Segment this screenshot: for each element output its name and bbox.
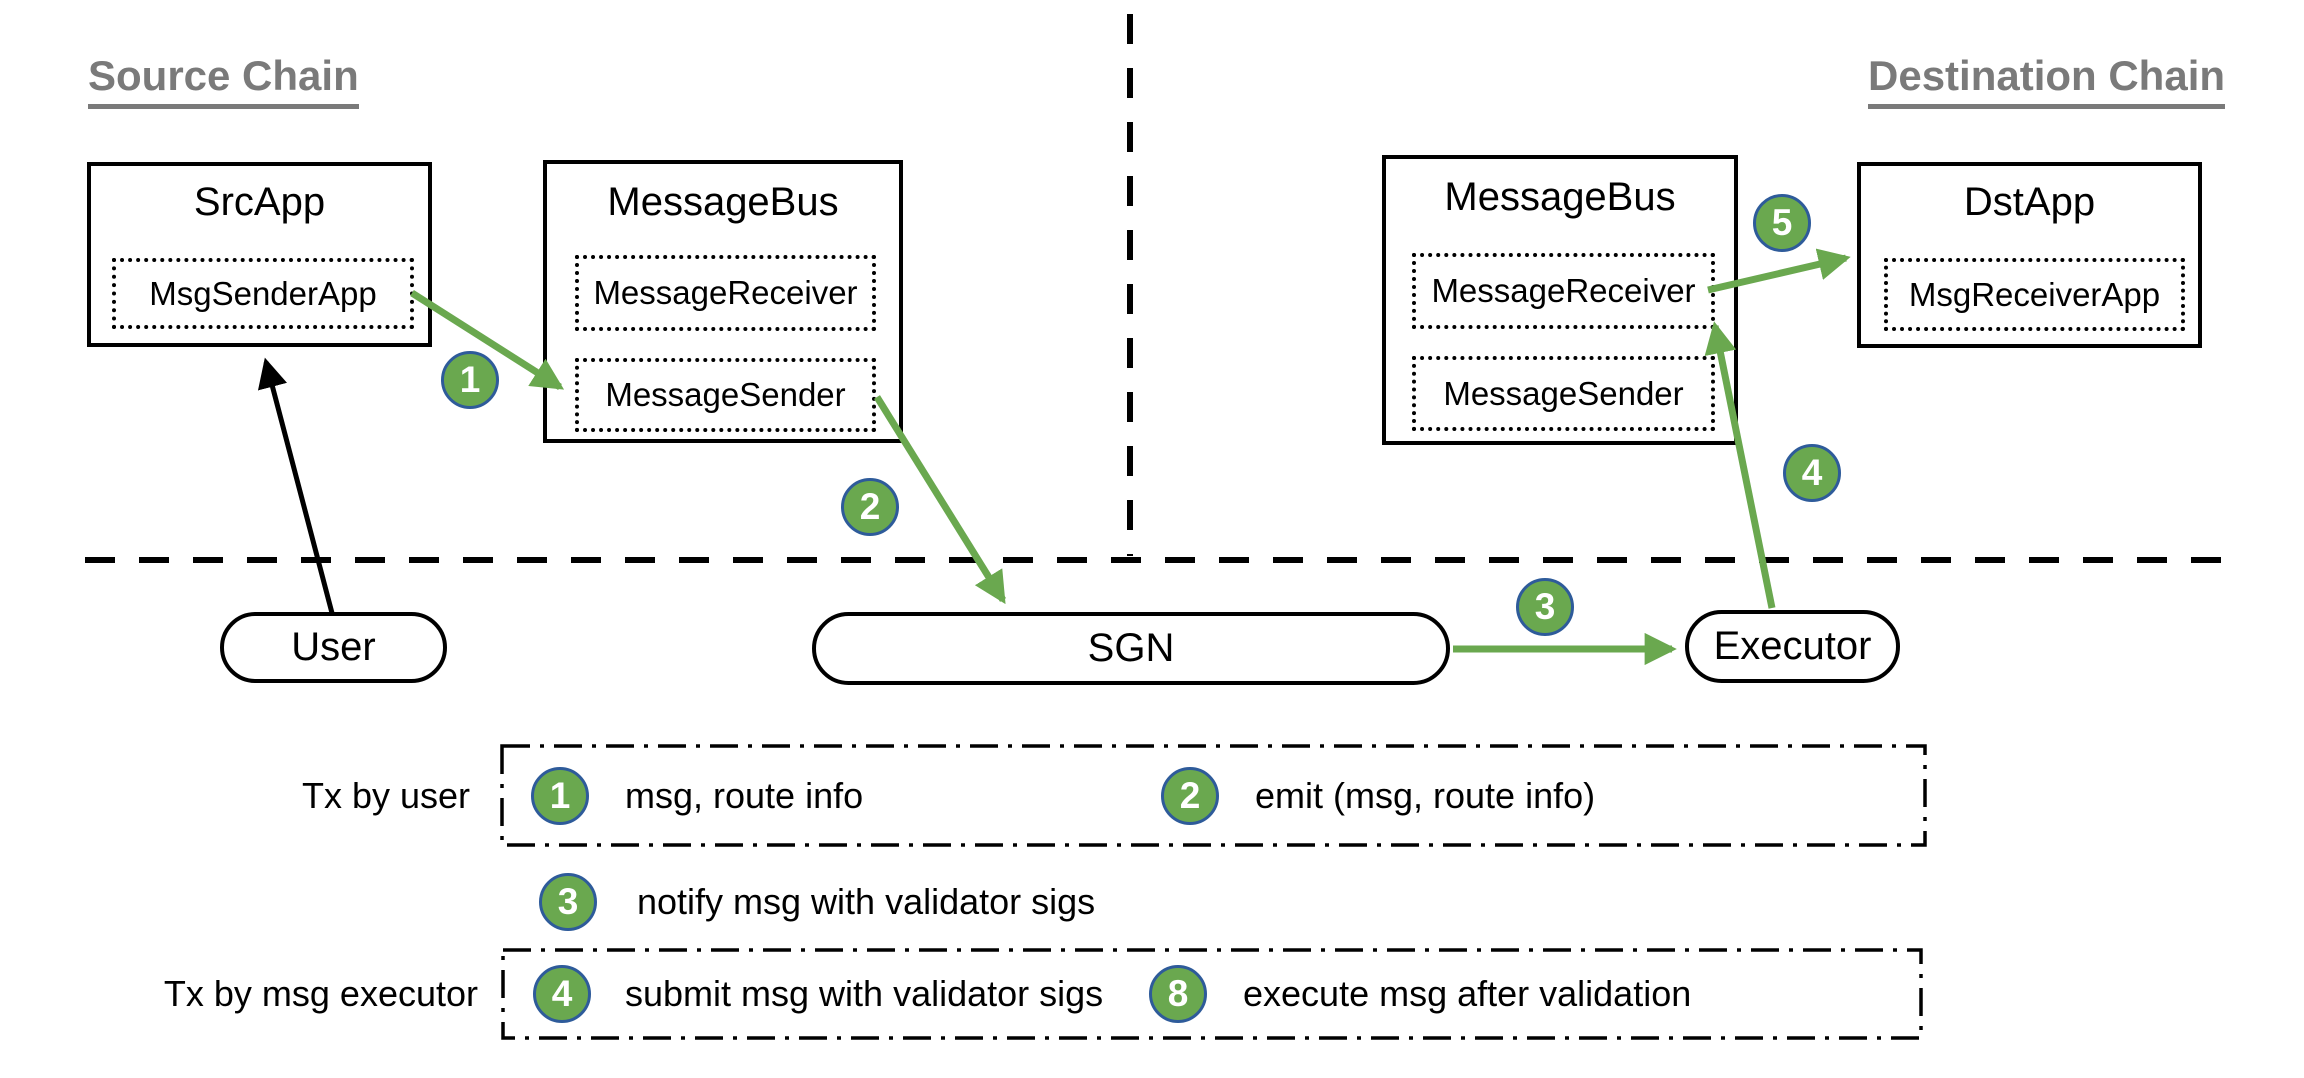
flow-badge-2: 2 (841, 478, 899, 536)
user-node: User (220, 612, 447, 683)
flow-badge-1: 1 (441, 351, 499, 409)
legend-label-tx-by-executor: Tx by msg executor (163, 973, 478, 1014)
message-bus-destination-box: MessageBus MessageReceiver MessageSender (1382, 155, 1738, 445)
user-to-srcapp-arrow (257, 357, 335, 614)
message-bus-destination-title: MessageBus (1444, 175, 1676, 219)
legend-badge-8: 8 (1149, 965, 1207, 1023)
executor-node: Executor (1685, 610, 1900, 683)
legend-label-tx-by-user: Tx by user (301, 775, 470, 816)
msg-receiver-app-box: MsgReceiverApp (1884, 258, 2185, 331)
dst-app-title: DstApp (1963, 180, 2096, 224)
message-bus-source-box: MessageBus MessageReceiver MessageSender (543, 160, 903, 443)
message-sender-source-box: MessageSender (575, 358, 876, 432)
src-app-box: SrcApp MsgSenderApp (87, 162, 432, 347)
legend-text-8: execute msg after validation (1243, 973, 1692, 1014)
legend-badge-3: 3 (539, 873, 597, 931)
flow-badge-3: 3 (1516, 578, 1574, 636)
source-chain-header: Source Chain (88, 52, 359, 109)
flow-badge-5: 5 (1753, 194, 1811, 252)
message-bus-source-title: MessageBus (607, 180, 839, 224)
message-receiver-destination-box: MessageReceiver (1412, 253, 1715, 329)
dst-app-box: DstApp MsgReceiverApp (1857, 162, 2202, 348)
destination-chain-header: Destination Chain (1868, 52, 2226, 109)
legend-text-4: submit msg with validator sigs (625, 973, 1104, 1014)
legend-text-1: msg, route info (625, 775, 864, 816)
legend-badge-4: 4 (533, 965, 591, 1023)
legend-text-3: notify msg with validator sigs (637, 881, 1096, 922)
flow-badge-4: 4 (1783, 444, 1841, 502)
src-app-title: SrcApp (193, 180, 326, 224)
msg-sender-app-box: MsgSenderApp (112, 258, 414, 329)
message-receiver-source-box: MessageReceiver (575, 255, 876, 331)
sgn-node: SGN (812, 612, 1450, 685)
legend-badge-1: 1 (531, 767, 589, 825)
legend-text-2: emit (msg, route info) (1255, 775, 1596, 816)
legend-badge-2: 2 (1161, 767, 1219, 825)
message-sender-destination-box: MessageSender (1412, 356, 1715, 431)
